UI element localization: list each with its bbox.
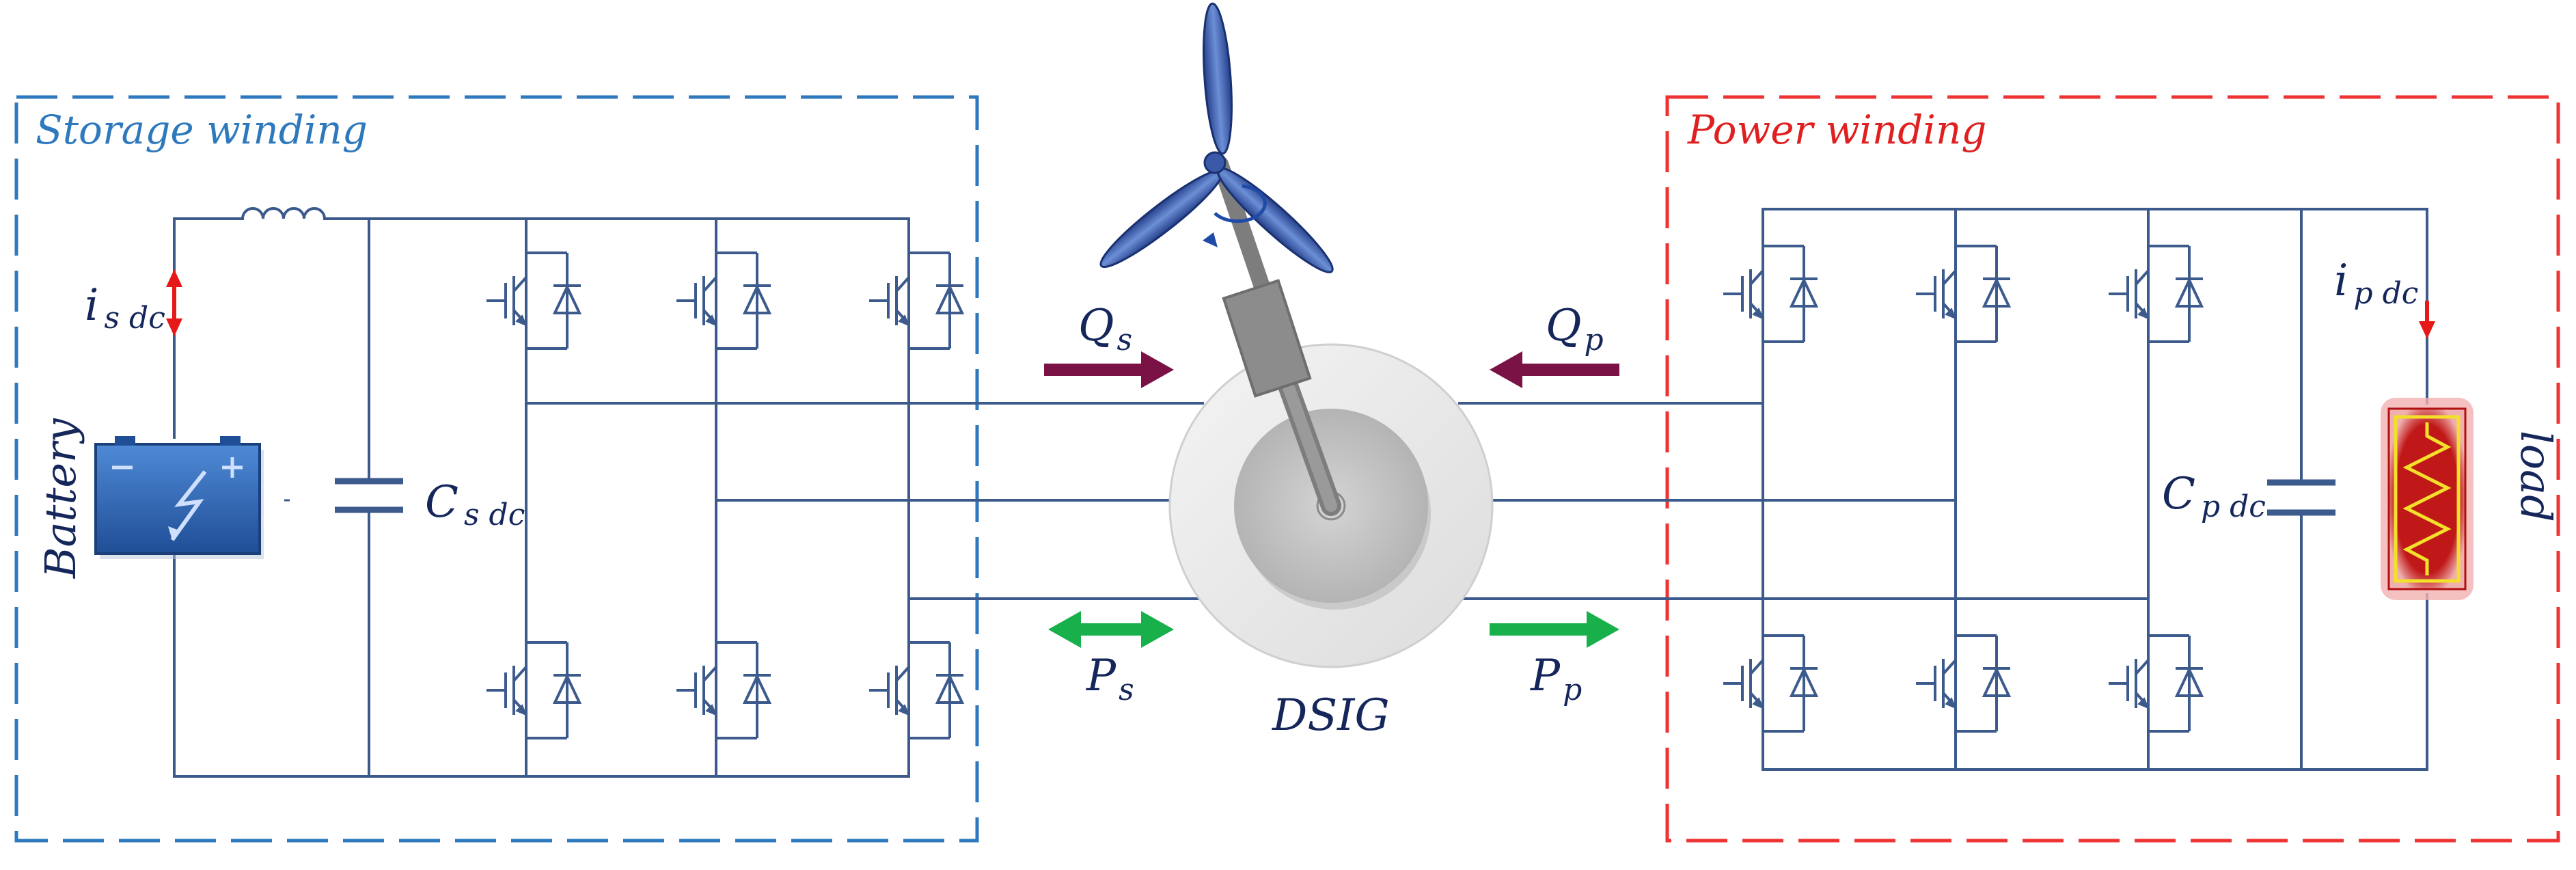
q-p-label: Qp: [1546, 301, 1604, 357]
igbt-icon: [675, 641, 772, 739]
igbt-icon: [1915, 634, 2012, 733]
igbt-icon: [2107, 245, 2204, 343]
storage-igbt-lower-1: [485, 641, 582, 739]
power-igbt-lower-2: [1915, 634, 2012, 733]
q-s-arrow: [1044, 351, 1174, 388]
load-label: load: [2511, 431, 2561, 522]
power-igbt-lower-1: [1722, 634, 1819, 733]
q-s-label: Qs: [1078, 301, 1132, 357]
storage-igbt-upper-1: [485, 252, 582, 350]
igbt-icon: [1722, 245, 1819, 343]
storage-winding-title: Storage winding: [36, 107, 368, 153]
igbt-icon: [1722, 634, 1819, 733]
storage-current-arrow: [166, 269, 182, 336]
p-p-label: Pp: [1530, 651, 1582, 707]
power-igbt-upper-2: [1915, 245, 2012, 343]
igbt-icon: [675, 252, 772, 350]
igbt-icon: [1915, 245, 2012, 343]
capacitor-icon: [2267, 479, 2335, 516]
power-igbt-upper-1: [1722, 245, 1819, 343]
p-s-label: Ps: [1086, 651, 1134, 707]
storage-circuit: [173, 217, 1204, 778]
power-igbt-upper-3: [2107, 245, 2204, 343]
storage-igbt-upper-2: [675, 252, 772, 350]
storage-igbt-lower-3: [868, 641, 965, 739]
capacitor-icon: [335, 478, 403, 513]
battery-icon: [94, 436, 264, 559]
storage-igbt-upper-3: [868, 252, 965, 350]
igbt-icon: [868, 641, 965, 739]
power-winding-title: Power winding: [1687, 107, 1986, 153]
igbt-icon: [485, 252, 582, 350]
wind-turbine-icon: [1099, 2, 1341, 516]
storage-winding-box: [14, 95, 979, 843]
power-circuit: [1458, 208, 2428, 771]
power-igbt-lower-3: [2107, 634, 2204, 733]
igbt-icon: [485, 641, 582, 739]
dsig-label: DSIG: [1272, 690, 1390, 741]
p-s-arrow: [1048, 611, 1174, 648]
storage-igbt-lower-2: [675, 641, 772, 739]
igbt-icon: [2107, 634, 2204, 733]
p-p-arrow: [1490, 611, 1619, 648]
power-current-arrow: [2419, 301, 2435, 339]
power-winding-box: [1665, 95, 2560, 843]
inductor-icon: [241, 207, 327, 221]
resistor-icon: [2381, 398, 2474, 600]
battery-label: Battery: [36, 418, 85, 579]
igbt-icon: [868, 252, 965, 350]
q-p-arrow: [1490, 351, 1619, 388]
